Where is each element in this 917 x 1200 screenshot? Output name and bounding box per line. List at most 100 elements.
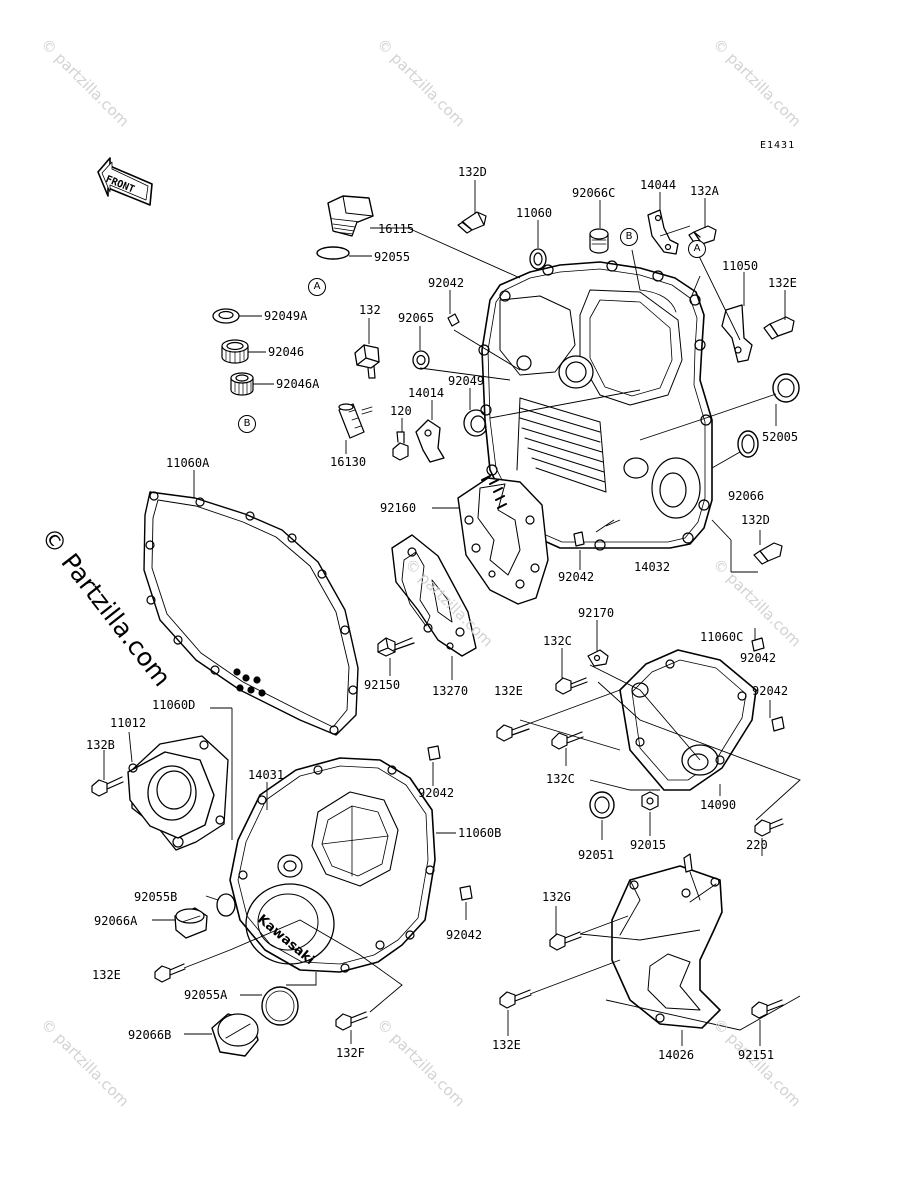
pump-cover-14090 [619, 649, 757, 791]
part-label-132d-right: 132D [741, 513, 770, 527]
part-label-14026: 14026 [658, 1048, 695, 1062]
part-label-14031: 14031 [248, 768, 285, 782]
part-label-11060d: 11060D [152, 698, 196, 712]
part-label-92042-top: 92042 [428, 276, 465, 290]
part-label-92055b: 92055B [134, 890, 178, 904]
bolt-92151 [751, 999, 784, 1019]
nut-92015 [641, 791, 659, 811]
bolt-132g [549, 931, 582, 951]
part-label-14032: 14032 [634, 560, 671, 574]
bolt-120 [392, 431, 409, 461]
collar-92049a [212, 308, 240, 324]
part-label-92042-lo2: 92042 [446, 928, 483, 942]
part-label-11012: 11012 [110, 716, 147, 730]
part-label-132: 132 [359, 303, 381, 317]
part-label-13270: 13270 [432, 684, 469, 698]
callout-b-top: B [620, 228, 638, 246]
dowel-pin-92042-r2 [771, 716, 785, 732]
part-label-11060b: 11060B [458, 826, 502, 840]
part-label-92151: 92151 [738, 1048, 775, 1062]
washer-92065 [412, 350, 430, 370]
part-label-92042-r1: 92042 [740, 651, 777, 665]
callout-a-top: A [308, 278, 326, 296]
part-label-132e-bot: 132E [492, 1038, 521, 1052]
plate-13270 [391, 534, 477, 657]
part-label-92066c: 92066C [572, 186, 616, 200]
clamp-92170 [587, 649, 609, 667]
part-label-92170: 92170 [578, 606, 615, 620]
part-label-92066: 92066 [728, 489, 765, 503]
part-label-92065: 92065 [398, 311, 435, 325]
part-label-92015: 92015 [630, 838, 667, 852]
shaft-16130 [338, 403, 373, 439]
leader-lines [103, 180, 801, 1046]
part-label-11060a: 11060A [166, 456, 210, 470]
part-label-92150: 92150 [364, 678, 401, 692]
part-label-11060: 11060 [516, 206, 553, 220]
part-label-14014: 14014 [408, 386, 445, 400]
part-label-92042-mid: 92042 [558, 570, 595, 584]
gasket-11060 [529, 248, 547, 270]
plate-14014 [415, 419, 445, 463]
oil-seal-52005 [772, 373, 800, 403]
part-label-132c-top: 132C [543, 634, 572, 648]
part-label-132c-bot: 132C [546, 772, 575, 786]
bolt-132e-bot [499, 989, 532, 1009]
part-label-92046: 92046 [268, 345, 305, 359]
part-label-220: 220 [746, 838, 768, 852]
part-label-92042-lo1: 92042 [418, 786, 455, 800]
part-label-92046a: 92046A [276, 377, 320, 391]
bolt-132c-top [555, 677, 588, 695]
part-label-132g: 132G [542, 890, 571, 904]
part-label-132b: 132B [86, 738, 115, 752]
bolt-132e-lo [154, 963, 186, 983]
dowel-pin-92042-top [447, 313, 460, 327]
front-arrow-icon [97, 157, 153, 206]
bolt-92150 [377, 637, 415, 657]
part-label-11060c: 11060C [700, 630, 744, 644]
part-label-92051: 92051 [578, 848, 615, 862]
dowel-pin-92042-mid [573, 531, 585, 547]
part-label-120: 120 [390, 404, 412, 418]
bolt-132 [354, 344, 380, 379]
bracket-14044 [647, 209, 679, 255]
o-ring-92066 [737, 430, 759, 458]
part-label-92055a: 92055A [184, 988, 228, 1002]
part-label-92042-r2: 92042 [752, 684, 789, 698]
part-label-132d-top: 132D [458, 165, 487, 179]
part-label-52005: 52005 [762, 430, 799, 444]
part-label-132e-lo: 132E [92, 968, 121, 982]
oil-seal-92051 [589, 791, 615, 819]
plug-92066a [174, 907, 208, 939]
part-label-132a: 132A [690, 184, 719, 198]
generator-cover-14031 [229, 757, 436, 973]
plate-92160 [457, 475, 549, 605]
part-label-92066a: 92066A [94, 914, 138, 928]
oil-filler-cap-16115 [327, 195, 374, 237]
plug-92066b [211, 1013, 259, 1057]
diagram-code: E1431 [760, 140, 796, 151]
bolt-132e-mid [496, 723, 530, 742]
dowel-pin-92042-r1 [751, 637, 765, 652]
part-label-14044: 14044 [640, 178, 677, 192]
clutch-cover-14032 [478, 260, 713, 551]
dowel-pin-92042-lo2 [459, 885, 473, 901]
sprocket-cover-14026 [611, 853, 723, 1029]
part-label-92160: 92160 [380, 501, 417, 515]
gasket-11060a [143, 491, 359, 736]
bolt-220 [754, 818, 784, 837]
part-label-14090: 14090 [700, 798, 737, 812]
part-label-92049: 92049 [448, 374, 485, 388]
part-label-132e-top: 132E [768, 276, 797, 290]
part-label-92055: 92055 [374, 250, 411, 264]
bolt-132f [335, 1011, 368, 1031]
o-ring-92055a [261, 986, 299, 1026]
callout-a-mid: A [688, 240, 706, 258]
needle-bearing-92046 [221, 339, 249, 364]
bolt-132b [91, 776, 124, 797]
part-label-132f: 132F [336, 1046, 365, 1060]
bolt-132d-right [753, 542, 783, 565]
dowel-pin-92042-lo1 [427, 745, 441, 761]
plug-92066c [589, 228, 609, 254]
needle-bearing-92046a [230, 372, 254, 396]
